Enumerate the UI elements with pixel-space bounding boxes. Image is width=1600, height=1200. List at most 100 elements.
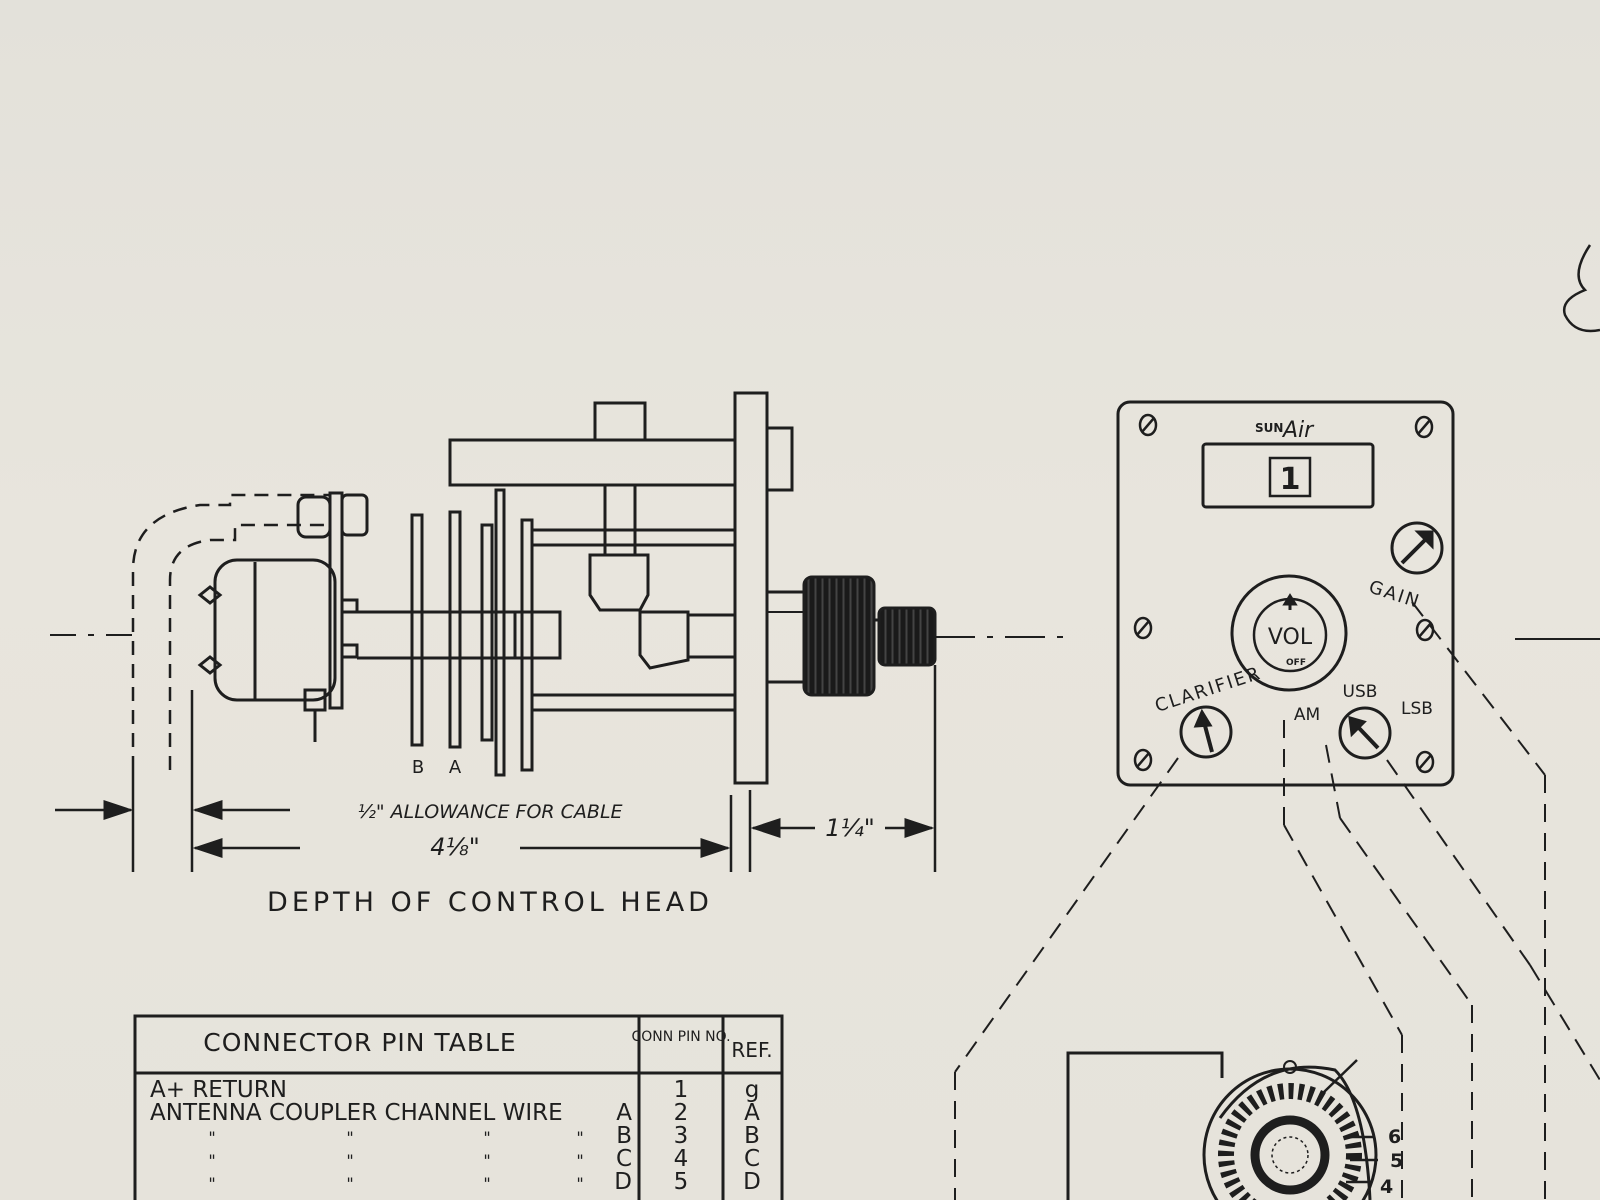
screw-top-left xyxy=(1138,413,1158,437)
cable-outline-outer xyxy=(131,493,330,770)
pin-table xyxy=(133,1014,784,1200)
volume-off-label: OFF xyxy=(1286,658,1306,668)
pin-row-ditto-mark: " xyxy=(483,1128,490,1147)
side-view-title: DEPTH OF CONTROL HEAD xyxy=(267,887,713,918)
mode-knob xyxy=(1338,706,1392,760)
switch-index-hole xyxy=(1283,1060,1297,1074)
pin-row-ditto-mark: " xyxy=(576,1128,583,1147)
mode-am-label: AM xyxy=(1294,705,1320,725)
pin-row-ditto-mark: " xyxy=(576,1151,583,1170)
gain-knob xyxy=(1390,521,1444,575)
mode-usb-label: USB xyxy=(1343,682,1378,702)
screw-bottom-left xyxy=(1133,748,1153,772)
switch-position-6: 6 xyxy=(1388,1126,1401,1148)
front-panel-outline xyxy=(1116,400,1455,787)
pin-row-ditto-mark: " xyxy=(208,1151,215,1170)
pot-body-upper xyxy=(588,553,650,612)
leader-gain xyxy=(1411,601,1546,776)
clarifier-label: CLARIFIER xyxy=(1152,663,1264,717)
cable-allowance-label: ½" ALLOWANCE FOR CABLE xyxy=(357,801,622,823)
terminal-bottom xyxy=(197,655,223,675)
switch-position-5: 5 xyxy=(1390,1150,1403,1172)
top-post xyxy=(603,483,637,557)
switch-detail xyxy=(1066,1051,1378,1200)
svg-text:SUN: SUN xyxy=(1255,421,1283,435)
bracket-nut-lower xyxy=(340,643,359,659)
pin-table-title: CONNECTOR PIN TABLE xyxy=(203,1028,516,1057)
switch-deck-4 xyxy=(494,488,506,777)
brand-logo: SUN Air xyxy=(1255,418,1315,443)
pin-row-description: A+ RETURN xyxy=(150,1077,287,1103)
bracket-nut-upper xyxy=(340,598,359,614)
pin-row-pin-number: 3 xyxy=(674,1123,689,1149)
front-panel-drawing xyxy=(1116,400,1455,787)
leader-mode-2 xyxy=(1386,759,1531,966)
clarifier-knob xyxy=(1179,705,1233,759)
pin-row-ditto-mark: " xyxy=(346,1128,353,1147)
pin-row-ditto-mark: " xyxy=(208,1128,215,1147)
top-bracket xyxy=(448,438,737,487)
switch-shaft-hole xyxy=(1271,1136,1309,1174)
display-window xyxy=(1201,442,1375,509)
pin-row-ref: B xyxy=(744,1123,760,1149)
panel-screws xyxy=(1133,413,1435,774)
switch-deck-a xyxy=(448,510,462,749)
front-panel-side xyxy=(733,391,769,785)
knob-bushing xyxy=(765,590,806,684)
pin-row-ref: D xyxy=(743,1169,761,1195)
deck-label-b: B xyxy=(412,757,424,778)
leader-mode xyxy=(1325,744,1341,819)
knob-dimension-label: 1¼" xyxy=(825,814,875,842)
pin-row-ditto-mark: " xyxy=(483,1174,490,1193)
switch-deck-b xyxy=(410,513,424,747)
pin-row-pin-number: 1 xyxy=(674,1077,689,1103)
pin-row-ditto-mark: " xyxy=(483,1151,490,1170)
switch-deck-5 xyxy=(520,518,534,772)
front-window-lip xyxy=(765,426,794,492)
pin-row-ref: g xyxy=(745,1077,760,1103)
pin-row-ditto-mark: " xyxy=(208,1174,215,1193)
switch-deck-3 xyxy=(480,523,494,742)
screw-bottom-right xyxy=(1415,750,1435,774)
pin-table-border xyxy=(133,1014,784,1200)
terminal-top xyxy=(197,585,223,605)
side-view-drawing xyxy=(50,391,1600,785)
svg-text:Air: Air xyxy=(1281,418,1315,443)
pin-row-ditto-mark: " xyxy=(346,1151,353,1170)
pin-row-wire-letter: B xyxy=(616,1123,632,1149)
pin-row-ditto-mark: " xyxy=(346,1174,353,1193)
gain-label: GAIN xyxy=(1366,577,1423,613)
outer-knob xyxy=(802,575,876,697)
pin-row-ref: A xyxy=(744,1100,760,1126)
leader-clarifier xyxy=(954,757,1179,1073)
deck-label-a: A xyxy=(449,757,462,778)
switch-rotor xyxy=(1202,1067,1378,1200)
switch-wafer xyxy=(1218,1065,1372,1200)
mode-lsb-label: LSB xyxy=(1401,699,1433,719)
pot-body-lower xyxy=(638,610,690,670)
connector-body xyxy=(213,558,337,702)
channel-readout xyxy=(1268,456,1312,498)
channel-display-value: 1 xyxy=(1280,462,1301,497)
pin-row-wire-letter: A xyxy=(616,1100,632,1126)
pin-row-wire-letter: D xyxy=(614,1169,632,1195)
pin-row-wire-letter: C xyxy=(616,1146,632,1172)
depth-dimension-label: 4⅛" xyxy=(430,833,480,861)
pin-row-ditto-mark: " xyxy=(576,1174,583,1193)
leader-lines xyxy=(954,601,1600,1200)
switch-hub xyxy=(1250,1115,1330,1195)
pin-table-col-pin-header: CONN PIN NO. xyxy=(631,1029,730,1045)
bracket-clip xyxy=(340,493,369,537)
pin-row-pin-number: 4 xyxy=(674,1146,689,1172)
dimension-lines xyxy=(55,665,937,872)
pin-table-col-ref-header: REF. xyxy=(731,1038,772,1062)
inner-knob xyxy=(877,606,937,667)
pin-row-pin-number: 5 xyxy=(674,1169,689,1195)
pin-row-pin-number: 2 xyxy=(674,1100,689,1126)
switch-contacts xyxy=(1218,1083,1362,1200)
bracket-ear xyxy=(296,495,332,539)
volume-label: VOL xyxy=(1268,625,1313,650)
cable-outline-inner xyxy=(168,523,330,770)
